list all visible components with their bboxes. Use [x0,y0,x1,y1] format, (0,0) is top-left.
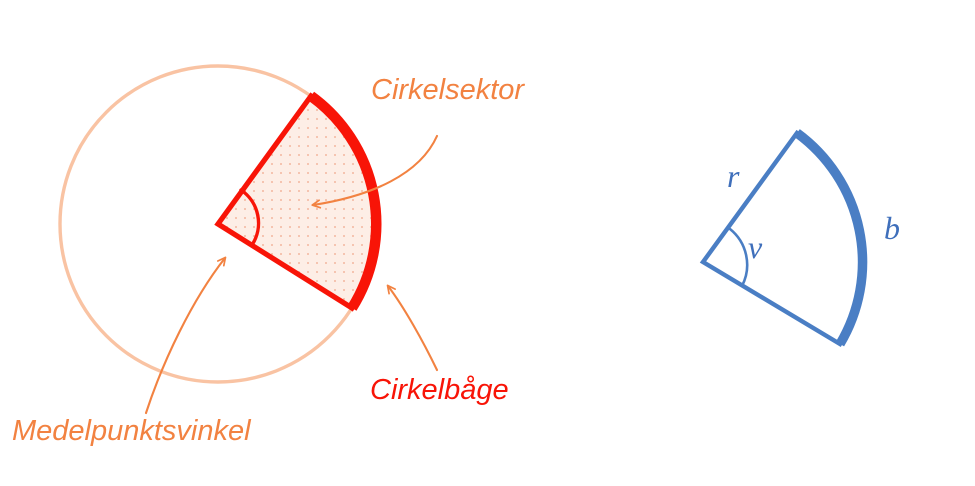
labelled-sector-angle-marker [728,227,749,288]
label-medelpunktsvinkel: Medelpunktsvinkel [12,415,251,447]
circle-sector-region [214,92,379,312]
leader-arrow-sector [311,134,439,209]
label-arc-b: b [884,210,900,246]
label-angle-v: v [748,229,763,265]
leader-arrow-arc [386,284,439,372]
label-radius-r: r [727,158,740,194]
central-angle-marker [239,188,261,247]
labelled-sector-arc [794,129,868,347]
label-cirkelsektor: Cirkelsektor [371,74,525,106]
circle-arc-highlight [307,91,382,311]
label-cirkelbage: Cirkelbåge [370,374,509,406]
leader-arrow-central-angle [144,256,227,415]
